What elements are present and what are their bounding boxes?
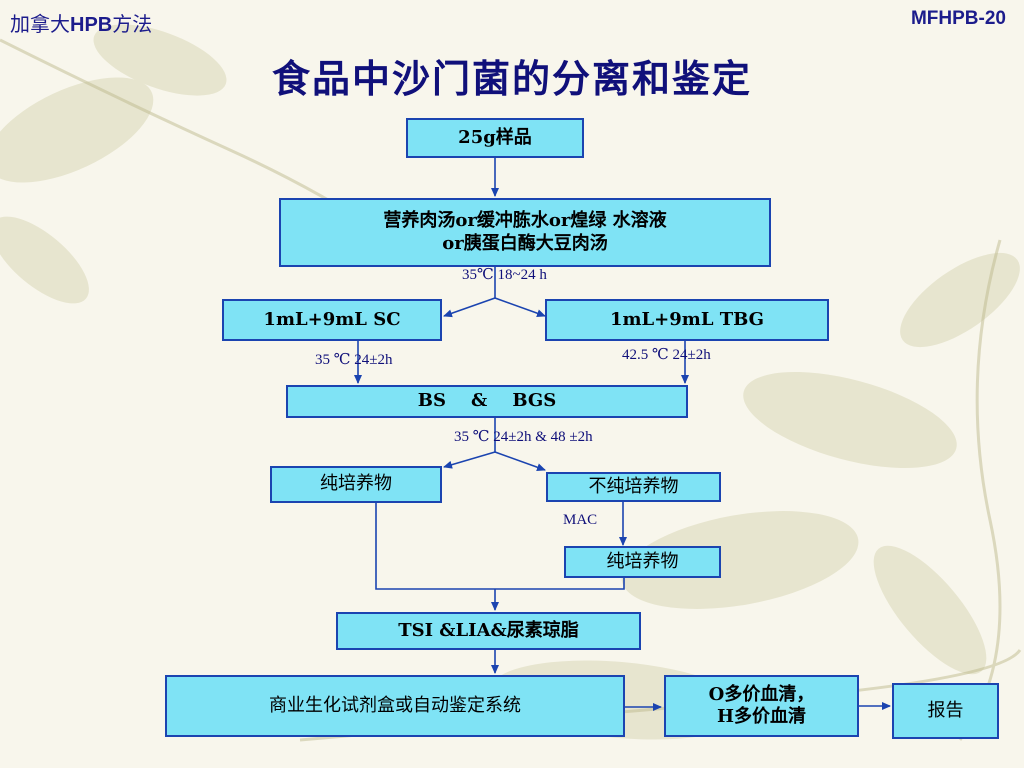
- header-left-cn2: 方法: [112, 14, 153, 36]
- header-left: 加拿大HPB方法: [10, 8, 152, 37]
- page-title: 食品中沙门菌的分离和鉴定: [271, 56, 752, 101]
- node-pure-culture-1: 纯培养物: [270, 466, 442, 503]
- arrow-to-tbg: [494, 297, 546, 318]
- preenrich-line2: or胰蛋白酶大豆肉汤: [442, 232, 608, 254]
- node-tsi-lia-urea: TSI &LIA&尿素琼脂: [336, 612, 641, 650]
- node-sample: 25g样品: [406, 118, 584, 158]
- header-right: MFHPB-20: [910, 8, 1006, 29]
- condition-sc: 35 ℃ 24±2h: [315, 352, 393, 368]
- node-impure-culture: 不纯培养物: [546, 472, 721, 502]
- condition-bs-bgs: 35 ℃ 24±2h & 48 ±2h: [454, 429, 593, 445]
- node-report: 报告: [892, 683, 999, 739]
- connector-pure1-down: [375, 503, 625, 590]
- arrow-to-pure1: [443, 451, 496, 469]
- sera-line2: H多价血清: [716, 706, 806, 727]
- node-biochem-kit: 商业生化试剂盒或自动鉴定系统: [165, 675, 625, 737]
- node-pure-culture-2: 纯培养物: [564, 546, 721, 578]
- node-preenrichment: 营养肉汤or缓冲胨水or煌绿 水溶液 or胰蛋白酶大豆肉汤: [279, 198, 771, 267]
- condition-preenrich: 35℃ 18~24 h: [462, 267, 547, 283]
- condition-tbg: 42.5 ℃ 24±2h: [622, 347, 711, 363]
- node-bs-bgs: BS & BGS: [286, 385, 688, 418]
- node-tbg: 1mL+9mL TBG: [545, 299, 829, 341]
- arrow-to-sc: [443, 297, 496, 318]
- condition-mac: MAC: [563, 512, 598, 528]
- header-left-bold: HPB: [70, 14, 113, 36]
- node-sc: 1mL+9mL SC: [222, 299, 442, 341]
- header-left-cn: 加拿大: [10, 14, 70, 36]
- preenrich-line1: 营养肉汤or缓冲胨水or煌绿 水溶液: [383, 210, 667, 231]
- sera-line1: O多价血清，: [708, 683, 815, 705]
- node-sera: O多价血清， H多价血清: [664, 675, 859, 737]
- arrow-to-impure: [494, 451, 546, 472]
